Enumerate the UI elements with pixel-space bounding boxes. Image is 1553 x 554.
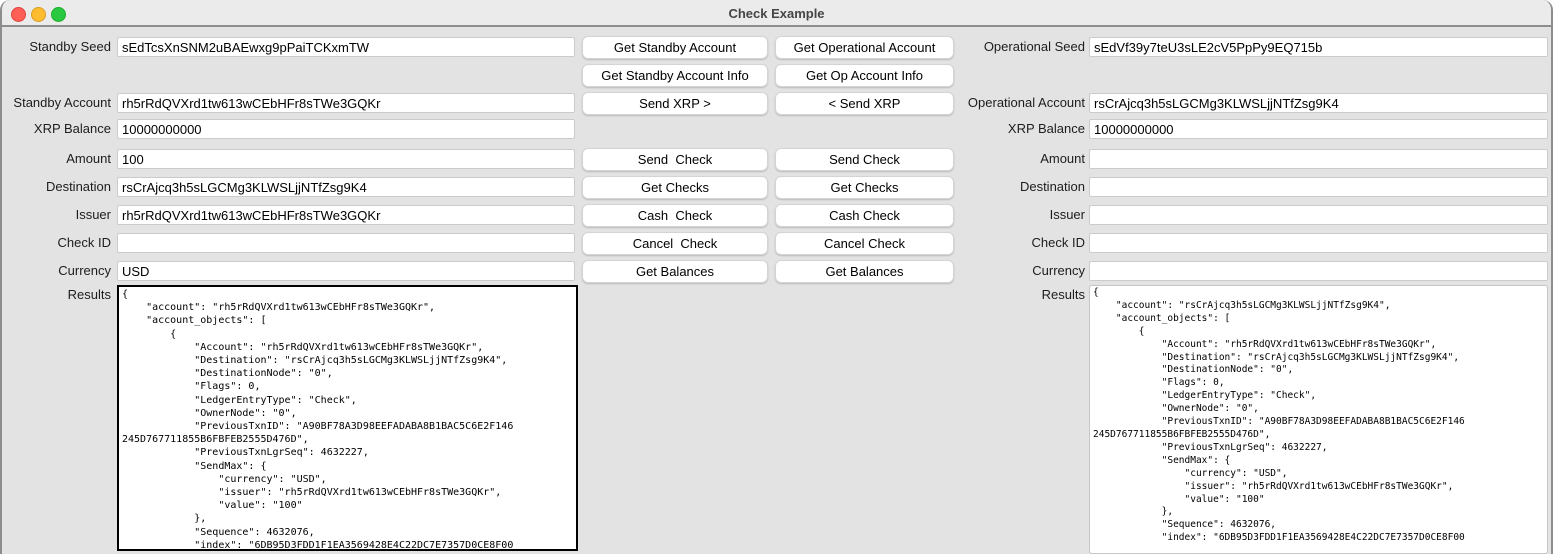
close-window-icon[interactable] [11, 7, 26, 22]
send-xrp-right-button[interactable]: Send XRP > [582, 92, 768, 115]
standby-xrp-balance-label: XRP Balance [33, 121, 111, 136]
operational-seed-input[interactable] [1089, 37, 1548, 57]
standby-seed-input[interactable] [117, 37, 575, 57]
operational-xrp-balance-input[interactable] [1089, 119, 1548, 139]
standby-check-id-label: Check ID [57, 235, 111, 250]
operational-destination-input[interactable] [1089, 177, 1548, 197]
op-cancel-check-button[interactable]: Cancel Check [775, 232, 954, 255]
title-bar[interactable]: Check Example [2, 0, 1551, 27]
standby-xrp-balance-input[interactable] [117, 119, 575, 139]
operational-issuer-label: Issuer [1049, 207, 1085, 222]
standby-seed-label: Standby Seed [29, 39, 111, 54]
operational-amount-input[interactable] [1089, 149, 1548, 169]
op-cash-check-button[interactable]: Cash Check [775, 204, 954, 227]
standby-issuer-input[interactable] [117, 205, 575, 225]
window-title: Check Example [728, 6, 825, 21]
standby-amount-label: Amount [66, 151, 111, 166]
operational-results-label: Results [1041, 287, 1085, 302]
standby-destination-input[interactable] [117, 177, 575, 197]
operational-account-label: Operational Account [967, 95, 1085, 110]
standby-account-input[interactable] [117, 93, 575, 113]
get-standby-account-button[interactable]: Get Standby Account [582, 36, 768, 59]
operational-destination-label: Destination [1019, 179, 1085, 194]
op-get-balances-button[interactable]: Get Balances [775, 260, 954, 283]
standby-cancel-check-button[interactable]: Cancel Check [582, 232, 768, 255]
operational-issuer-input[interactable] [1089, 205, 1548, 225]
standby-currency-input[interactable] [117, 261, 575, 281]
standby-get-checks-button[interactable]: Get Checks [582, 176, 768, 199]
get-op-account-info-button[interactable]: Get Op Account Info [775, 64, 954, 87]
standby-results-label: Results [67, 287, 111, 302]
operational-seed-label: Operational Seed [983, 39, 1085, 54]
operational-amount-label: Amount [1040, 151, 1085, 166]
operational-results-textarea[interactable]: { "account": "rsCrAjcq3h5sLGCMg3KLWSLjjN… [1089, 285, 1548, 554]
standby-destination-label: Destination [45, 179, 111, 194]
standby-issuer-label: Issuer [75, 207, 111, 222]
standby-results-textarea[interactable]: { "account": "rh5rRdQVXrd1tw613wCEbHFr8s… [117, 285, 578, 551]
standby-send-check-button[interactable]: Send Check [582, 148, 768, 171]
get-standby-account-info-button[interactable]: Get Standby Account Info [582, 64, 768, 87]
standby-cash-check-button[interactable]: Cash Check [582, 204, 768, 227]
operational-check-id-input[interactable] [1089, 233, 1548, 253]
standby-check-id-input[interactable] [117, 233, 575, 253]
operational-account-input[interactable] [1089, 93, 1548, 113]
standby-account-label: Standby Account [13, 95, 111, 110]
minimize-window-icon[interactable] [31, 7, 46, 22]
standby-amount-input[interactable] [117, 149, 575, 169]
operational-xrp-balance-label: XRP Balance [1007, 121, 1085, 136]
operational-check-id-label: Check ID [1031, 235, 1085, 250]
op-get-checks-button[interactable]: Get Checks [775, 176, 954, 199]
standby-get-balances-button[interactable]: Get Balances [582, 260, 768, 283]
send-xrp-left-button[interactable]: < Send XRP [775, 92, 954, 115]
standby-currency-label: Currency [58, 263, 111, 278]
op-send-check-button[interactable]: Send Check [775, 148, 954, 171]
operational-currency-label: Currency [1032, 263, 1085, 278]
get-operational-account-button[interactable]: Get Operational Account [775, 36, 954, 59]
zoom-window-icon[interactable] [51, 7, 66, 22]
operational-currency-input[interactable] [1089, 261, 1548, 281]
